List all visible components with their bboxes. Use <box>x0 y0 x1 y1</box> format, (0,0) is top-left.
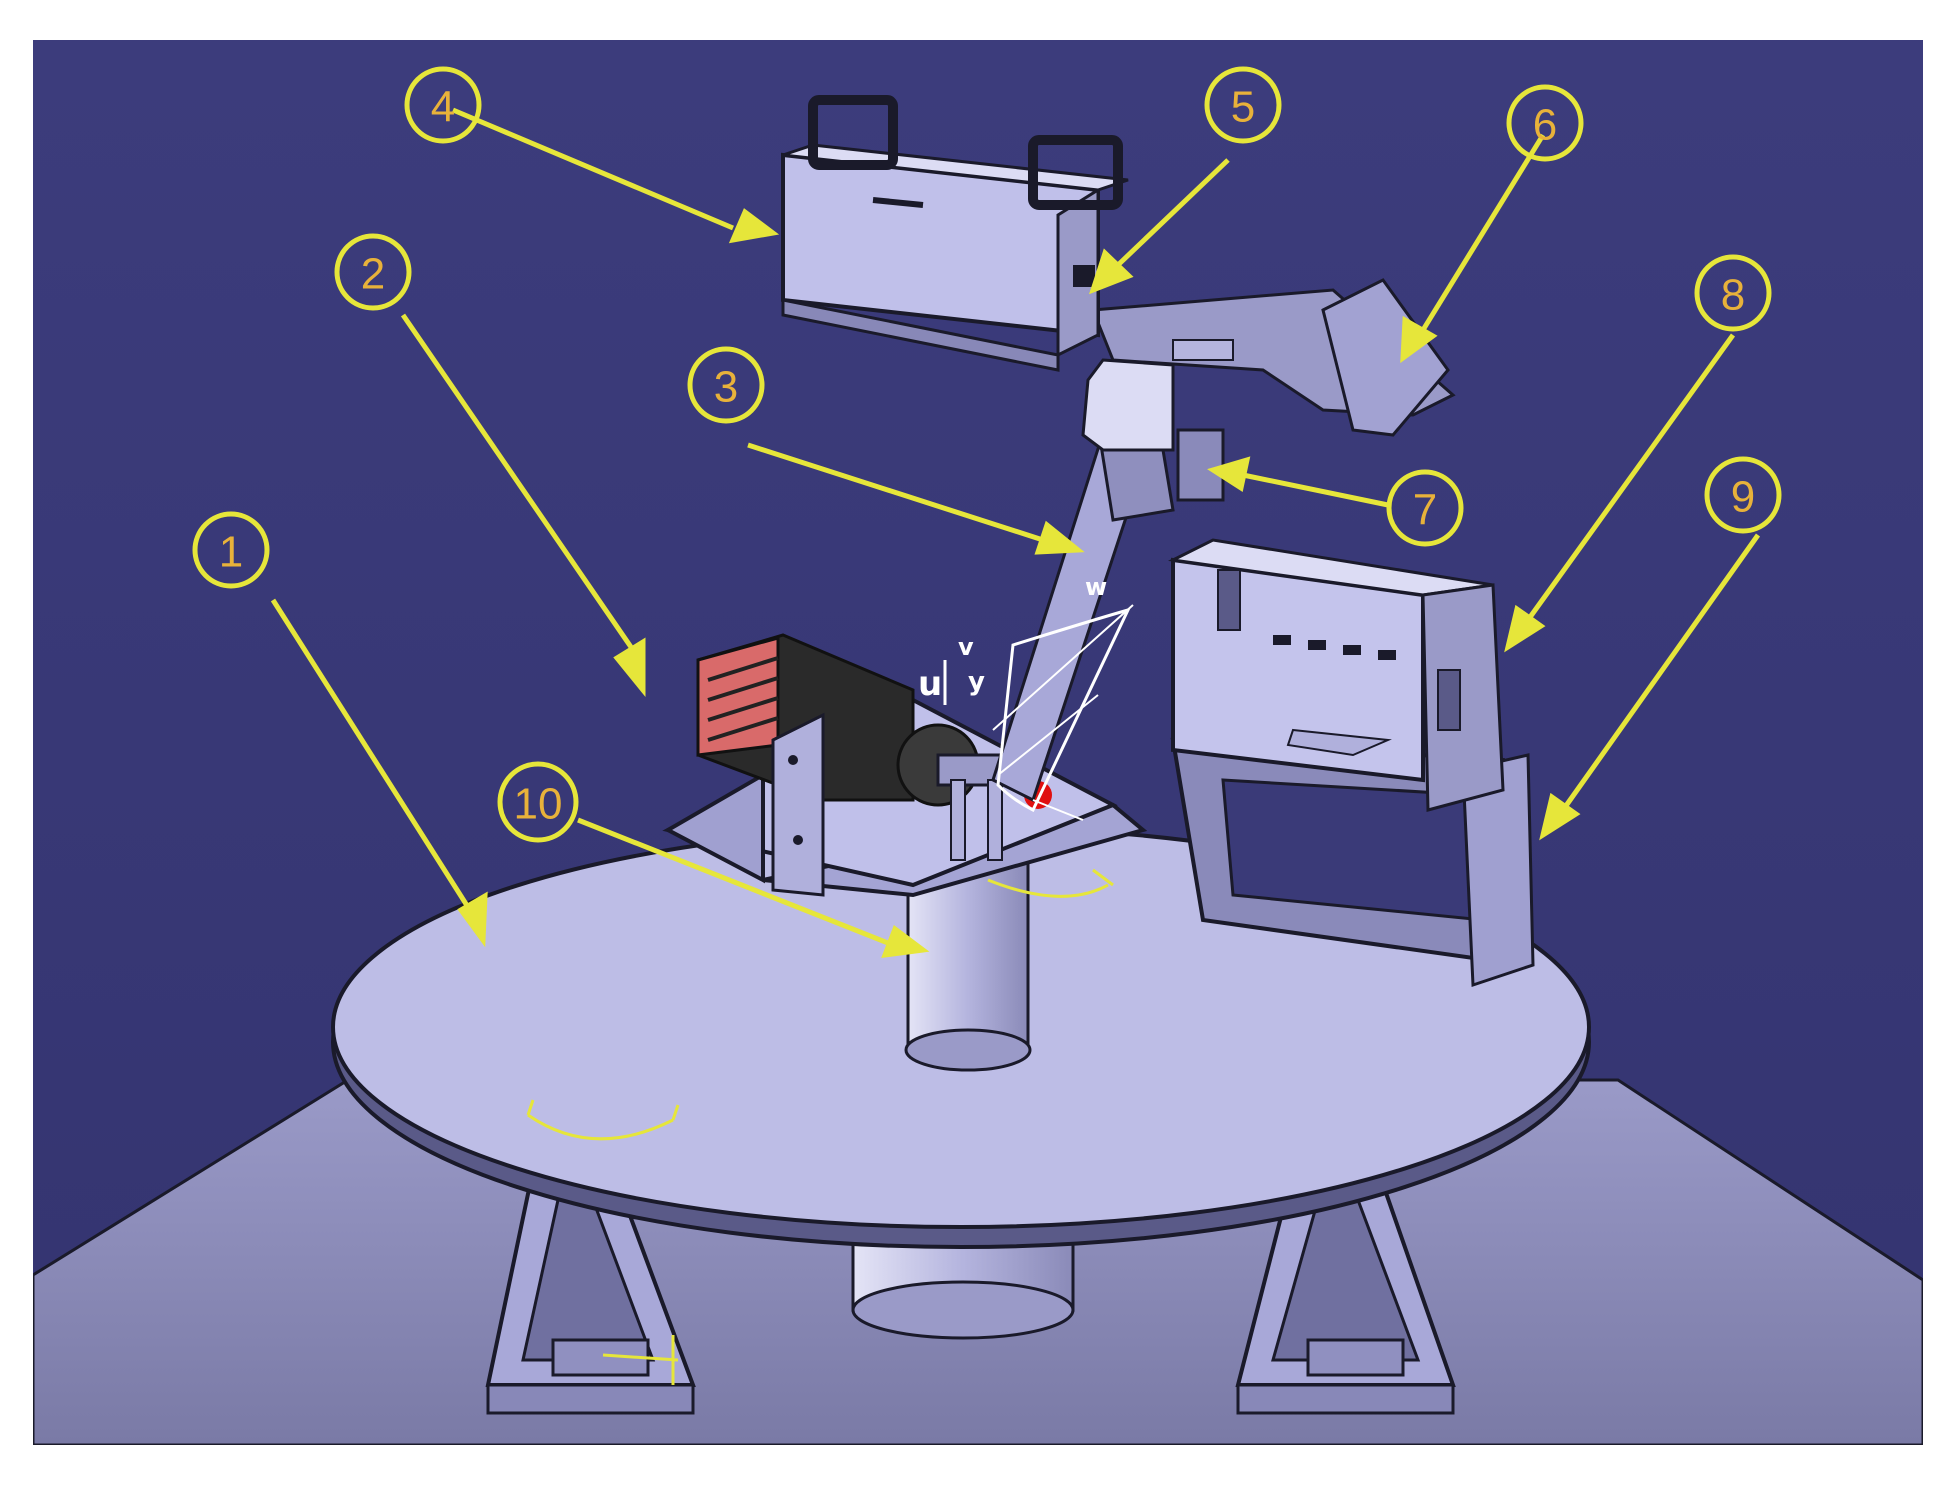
callout-2: 2 <box>334 233 412 311</box>
axis-label-u: u <box>918 664 942 704</box>
callout-6: 6 <box>1506 84 1584 162</box>
callout-7: 7 <box>1386 469 1464 547</box>
callout-1: 1 <box>192 511 270 589</box>
assembly-scene: u v y w 1 2 3 4 <box>33 40 1923 1445</box>
callout-10: 10 <box>497 761 579 843</box>
cad-viewport: u v y w 1 2 3 4 <box>33 40 1923 1445</box>
sensor-block <box>1081 358 1225 502</box>
callout-label-3: 3 <box>714 363 738 412</box>
callout-arrows <box>270 107 1761 959</box>
side-fixture <box>1168 538 1535 988</box>
callout-label-8: 8 <box>1721 271 1745 320</box>
callout-label-4: 4 <box>431 83 455 132</box>
callout-4: 4 <box>404 66 482 144</box>
camera-box <box>781 95 1129 372</box>
callout-label-9: 9 <box>1731 473 1755 522</box>
center-column <box>904 858 1032 1072</box>
callout-8: 8 <box>1694 254 1772 332</box>
callout-3: 3 <box>687 346 765 424</box>
callout-label-1: 1 <box>219 528 243 577</box>
callout-label-10: 10 <box>514 780 563 829</box>
axis-label-v: v <box>958 633 974 661</box>
callout-5: 5 <box>1204 66 1282 144</box>
callout-label-2: 2 <box>361 250 385 299</box>
callout-label-7: 7 <box>1413 486 1437 535</box>
support-leg-right <box>1235 1168 1456 1415</box>
axis-label-y: y <box>968 667 985 697</box>
callout-9: 9 <box>1704 456 1782 534</box>
callout-label-5: 5 <box>1231 83 1255 132</box>
callout-label-6: 6 <box>1533 101 1557 150</box>
axis-label-w: w <box>1085 573 1107 601</box>
top-bracket <box>1090 278 1456 437</box>
